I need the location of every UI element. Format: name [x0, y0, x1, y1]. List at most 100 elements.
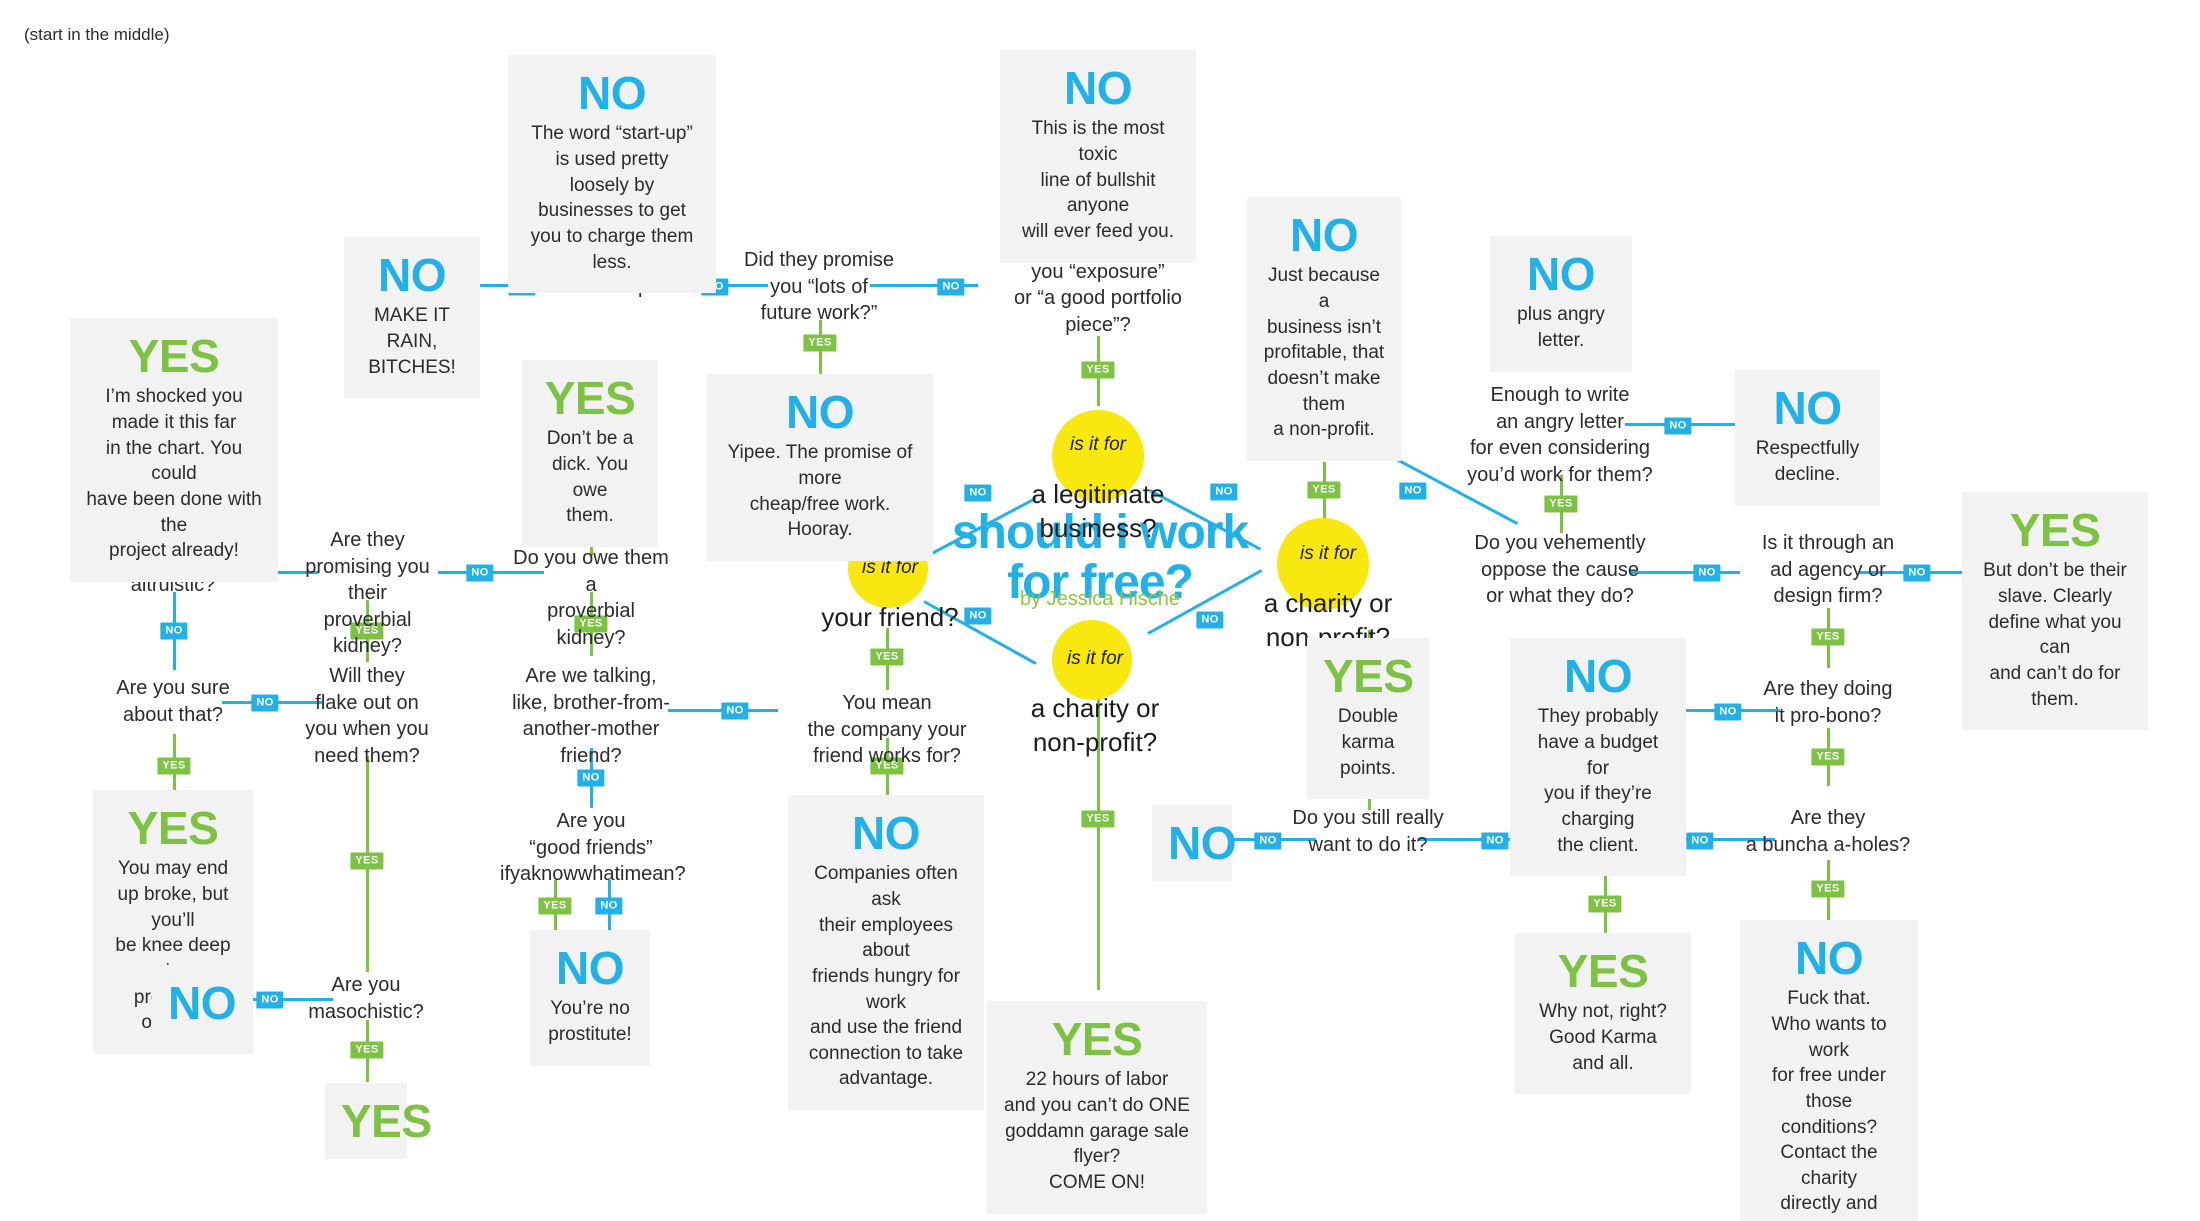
answer-toxic-kind: NO [1064, 62, 1133, 114]
page-title: should i work for free? [951, 506, 1249, 610]
answer-yipee-body: Yipee. The promise of more cheap/free wo… [727, 442, 913, 541]
edge-label-no: NO [595, 897, 623, 915]
answer-toxic-body: This is the most toxic line of bullshit … [1021, 118, 1175, 242]
edge-label-yes: YES [870, 757, 904, 775]
answer-startupword-kind: NO [578, 67, 647, 119]
edge-label-no: NO [1714, 703, 1742, 721]
edge-label-yes: YES [538, 897, 572, 915]
edge-label-yes: YES [350, 622, 384, 640]
edge-label-no: NO [1693, 564, 1721, 582]
answer-budget-body: They probably have a budget for you if t… [1537, 706, 1659, 856]
question-futurework[interactable]: Did they promise you “lots of future wor… [743, 249, 895, 325]
answer-whynot[interactable]: YES Why not, right? Good Karma and all. [1515, 933, 1691, 1095]
edge-label-no: NO [1196, 611, 1224, 629]
answer-dontbedick[interactable]: YES Don’t be a dick. You owe them. [522, 360, 658, 547]
question-brother[interactable]: Are we talking, like, brother-from- anot… [512, 665, 670, 767]
edge-label-no: NO [1254, 832, 1282, 850]
answer-dontbedick-kind: YES [544, 372, 636, 424]
hub-mom-main: a charity or non-profit? [1030, 693, 1160, 758]
answer-notslave-body: But don’t be their slave. Clearly define… [1983, 560, 2127, 710]
answer-fuckthat-kind: NO [1795, 932, 1864, 984]
edge-mom-22hours [1097, 680, 1100, 990]
answer-dontbedick-body: Don’t be a dick. You owe them. [546, 428, 634, 527]
edge-label-yes: YES [350, 852, 384, 870]
question-oppose[interactable]: Do you vehemently oppose the cause or wh… [1474, 532, 1646, 608]
edge-label-yes: YES [157, 757, 191, 775]
answer-notslave[interactable]: YES But don’t be their slave. Clearly de… [1962, 492, 2148, 731]
question-masochistic[interactable]: Are you masochistic? [308, 974, 424, 1023]
edge-label-yes: YES [803, 334, 837, 352]
answer-makeitrain[interactable]: NO MAKE IT RAIN, BITCHES! [344, 237, 480, 399]
edge-label-no: NO [251, 694, 279, 712]
edge-label-yes: YES [1811, 880, 1845, 898]
answer-yipee-kind: NO [786, 386, 855, 438]
answer-yipee[interactable]: NO Yipee. The promise of more cheap/free… [707, 374, 933, 561]
question-owe-kidney[interactable]: Do you owe them a proverbial kidney? [513, 547, 669, 649]
answer-no-masochistic[interactable]: NO [152, 965, 237, 1042]
answer-nonprofit-kind: NO [1290, 209, 1359, 261]
answer-no-stillwant[interactable]: NO [1152, 805, 1237, 882]
answer-yes-masochistic[interactable]: YES [325, 1083, 432, 1160]
question-aholes[interactable]: Are they a buncha a-holes? [1745, 807, 1911, 856]
edge-label-yes: YES [574, 615, 608, 633]
edge-stillwant-creative [1418, 838, 1528, 841]
answer-respect-body: Respectfully decline. [1755, 438, 1860, 485]
answer-no-stillwant-kind: NO [1168, 817, 1237, 869]
hub-charity-circle[interactable] [1277, 518, 1369, 610]
edge-label-no: NO [1481, 832, 1509, 850]
edge-label-yes: YES [1081, 361, 1115, 379]
question-probono[interactable]: Are they doing it pro-bono? [1763, 678, 1893, 727]
answer-toxic[interactable]: NO This is the most toxic line of bullsh… [1000, 50, 1196, 263]
question-angryletter[interactable]: Enough to write an angry letter for even… [1467, 384, 1653, 486]
hub-mom-circle[interactable] [1052, 620, 1132, 700]
edge-label-no: NO [937, 278, 965, 296]
edge-label-yes: YES [870, 648, 904, 666]
answer-prostitute[interactable]: NO You’re no prostitute! [530, 930, 650, 1066]
question-stillwant[interactable]: Do you still really want to do it? [1292, 807, 1444, 856]
answer-respect[interactable]: NO Respectfully decline. [1735, 370, 1880, 506]
answer-companies[interactable]: NO Companies often ask their employees a… [788, 795, 984, 1111]
edge-label-yes: YES [1811, 628, 1845, 646]
answer-angryletter-body: plus angry letter. [1517, 304, 1605, 351]
edge-label-no: NO [721, 702, 749, 720]
question-sure[interactable]: Are you sure about that? [116, 677, 230, 726]
answer-respect-kind: NO [1773, 382, 1843, 434]
answer-22hours-body: 22 hours of labor and you can’t do ONE g… [1004, 1069, 1190, 1193]
question-flake[interactable]: Will they flake out on you when you need… [305, 665, 429, 767]
edge-label-no: NO [964, 607, 992, 625]
question-goodfriends[interactable]: Are you “good friends” ifyaknowwhatimean… [500, 810, 686, 886]
byline: by Jessica Hische [1019, 588, 1181, 610]
answer-no-masochistic-kind: NO [168, 977, 237, 1029]
edge-futurework-exposure [870, 284, 978, 287]
question-adagency[interactable]: Is it through an ad agency or design fir… [1761, 532, 1895, 608]
answer-makeitrain-body: MAKE IT RAIN, BITCHES! [368, 305, 456, 378]
answer-angryletter-kind: NO [1527, 248, 1596, 300]
answer-shocked-kind: YES [128, 330, 220, 382]
answer-companies-kind: NO [852, 807, 921, 859]
question-kidney-promise[interactable]: Are they promising you their proverbial … [305, 529, 430, 658]
edge-label-no: NO [1399, 482, 1427, 500]
answer-angryletter[interactable]: NO plus angry letter. [1490, 236, 1632, 372]
answer-shocked[interactable]: YES I’m shocked you made it this far in … [70, 318, 278, 582]
answer-shocked-body: I’m shocked you made it this far in the … [86, 386, 262, 562]
edge-label-no: NO [577, 769, 605, 787]
answer-doublekarma-body: Double karma points. [1337, 706, 1399, 779]
answer-doublekarma[interactable]: YES Double karma points. [1307, 638, 1429, 800]
question-company[interactable]: You mean the company your friend works f… [807, 692, 967, 768]
edge-label-no: NO [964, 484, 992, 502]
edge-label-no: NO [1686, 832, 1714, 850]
hub-legit-circle[interactable] [1052, 410, 1144, 502]
edge-label-no: NO [1210, 483, 1238, 501]
answer-22hours[interactable]: YES 22 hours of labor and you can’t do O… [987, 1001, 1207, 1214]
answer-doublekarma-kind: YES [1323, 650, 1414, 702]
answer-companies-body: Companies often ask their employees abou… [808, 863, 964, 1090]
answer-nonprofit[interactable]: NO Just because a business isn’t profita… [1247, 197, 1401, 461]
answer-prostitute-body: You’re no prostitute! [548, 998, 632, 1045]
answer-prostitute-kind: NO [556, 942, 625, 994]
answer-fuckthat-body: Fuck that. Who wants to work for free un… [1771, 988, 1887, 1221]
answer-budget[interactable]: NO They probably have a budget for you i… [1510, 638, 1686, 877]
answer-fuckthat[interactable]: NO Fuck that. Who wants to work for free… [1740, 920, 1918, 1221]
answer-budget-kind: NO [1564, 650, 1633, 702]
answer-startupword[interactable]: NO The word “start-up” is used pretty lo… [508, 55, 716, 294]
